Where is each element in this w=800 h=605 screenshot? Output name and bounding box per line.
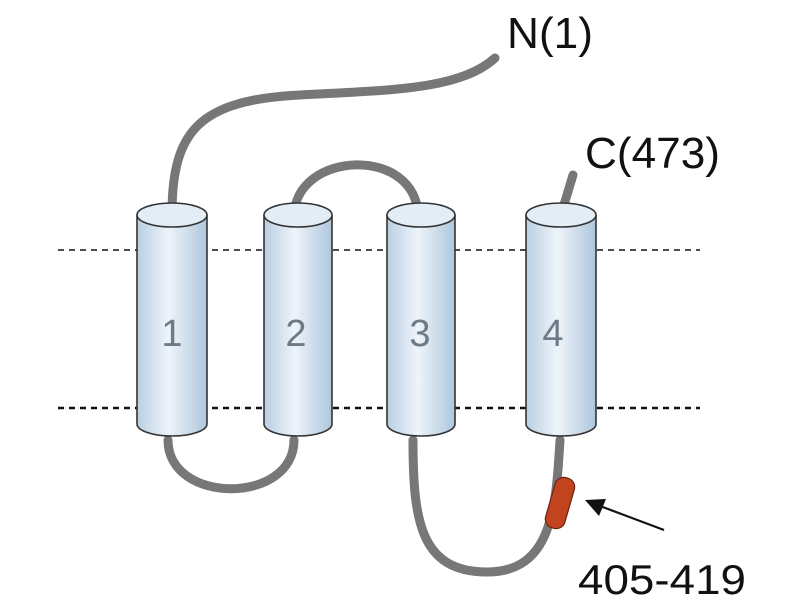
helix-1-label: 1 <box>161 313 182 355</box>
epitope-arrow-icon <box>585 499 665 532</box>
epitope-label: 405-419 <box>578 556 746 600</box>
helix-1: 1 <box>136 202 208 437</box>
helix-4: 4 <box>525 202 597 437</box>
n-terminal-tail <box>167 53 500 219</box>
intracellular-loop-1-2 <box>163 435 299 494</box>
epitope-segment <box>544 476 576 530</box>
extracellular-loop-2-3 <box>289 160 423 222</box>
intracellular-loop-3-4 <box>408 435 565 577</box>
helix-2-label: 2 <box>285 313 306 355</box>
n-terminus-label: N(1) <box>507 9 593 58</box>
helix-2: 2 <box>263 202 333 437</box>
helix-3: 3 <box>386 202 456 437</box>
c-terminus-label: C(473) <box>585 129 720 178</box>
helix-3-label: 3 <box>409 313 430 355</box>
helix-4-label: 4 <box>542 313 563 355</box>
